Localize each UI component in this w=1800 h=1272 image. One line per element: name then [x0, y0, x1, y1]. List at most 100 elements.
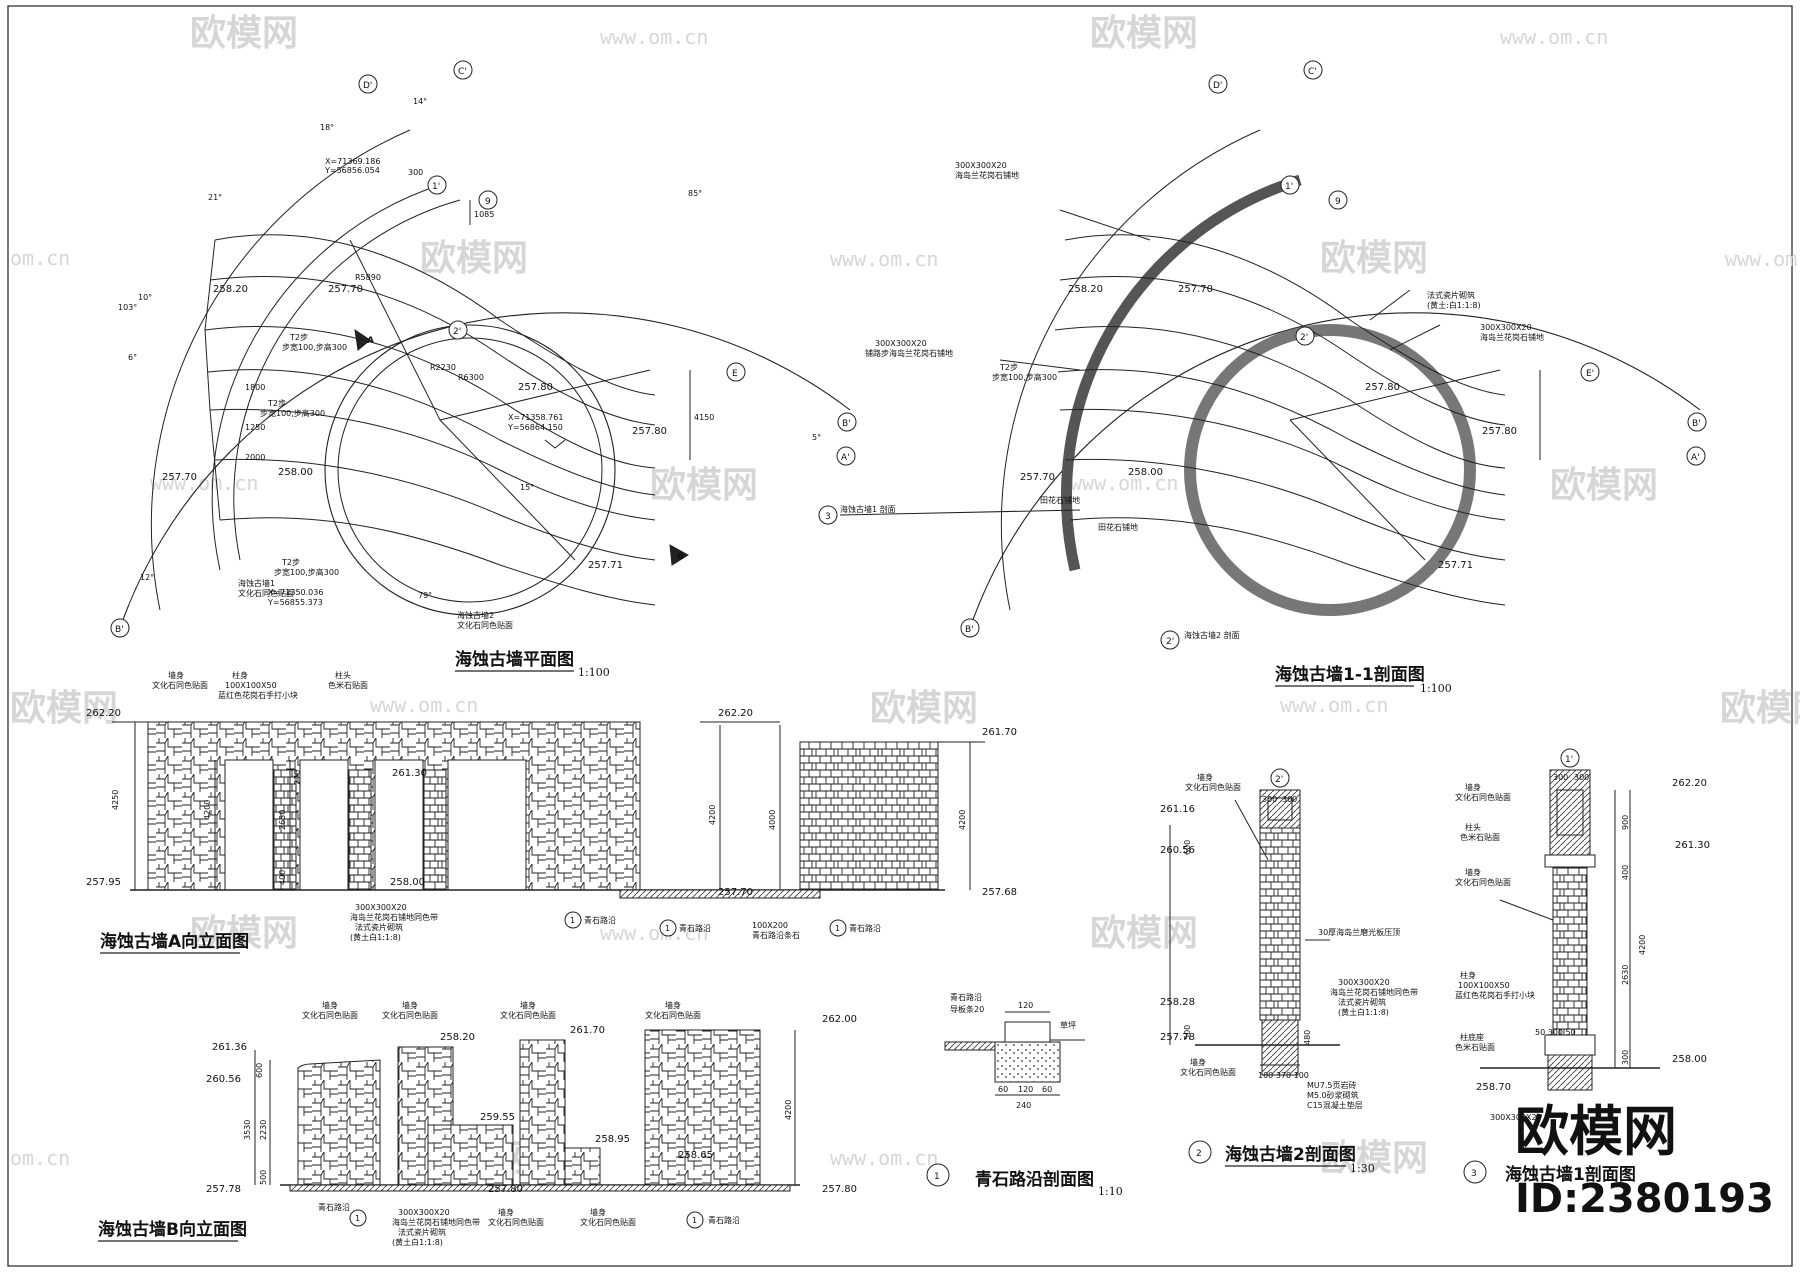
- capital-band: [1544, 854, 1596, 868]
- foot-note-2: 100X200: [752, 921, 788, 930]
- step-note-2: T2步: [267, 399, 286, 408]
- angle-21: 21°: [208, 193, 222, 202]
- wall-coping: [1259, 789, 1301, 829]
- curb-dim-60b: 60: [1042, 1085, 1052, 1094]
- axis-label-2: 2': [1275, 775, 1283, 785]
- wall2-label: 海蚀古墙2: [457, 610, 494, 620]
- axis-bubble-9: [478, 190, 498, 210]
- level-262-00: 262.00: [822, 1014, 857, 1025]
- opening: [447, 759, 527, 891]
- w1-label-4b: 100X100X50: [1458, 981, 1510, 990]
- wall-circle-2: [324, 324, 616, 616]
- wall2-note-3c: 法式瓷片砌筑: [1338, 997, 1386, 1007]
- wall-footing: [1261, 1019, 1299, 1076]
- leader-line: [1369, 289, 1411, 321]
- capital-inner: [1556, 789, 1584, 836]
- step-note-1b: 步宽100,步高300: [282, 342, 347, 352]
- level-262-20: 262.20: [1672, 778, 1707, 789]
- opening: [299, 759, 349, 891]
- level-257-70-b: 257.70: [1020, 472, 1055, 483]
- dim-480: 480: [1303, 1030, 1312, 1045]
- dim-4200-far: 4200: [958, 810, 967, 830]
- wall2-finish: 文化石同色贴面: [1185, 782, 1241, 792]
- paving-band: [204, 326, 656, 469]
- s11-note-1: 300X300X20: [955, 161, 1007, 170]
- watermark-logo: 欧模网: [1090, 13, 1198, 54]
- level-261-36: 261.36: [212, 1042, 247, 1053]
- column-base: [1544, 1034, 1596, 1056]
- axis-label-1: 1': [432, 182, 440, 192]
- level-257-70: 257.70: [1178, 284, 1213, 295]
- level-258-95: 258.95: [595, 1134, 630, 1145]
- section-ref-number: 3: [825, 512, 831, 522]
- wall-label: 墙身: [168, 670, 184, 680]
- watermark-url: www.om.cn: [600, 25, 708, 49]
- watermark-logo: 欧模网: [1090, 913, 1198, 954]
- level-262-20-right: 262.20: [718, 708, 753, 719]
- wall-1-title: 海蚀古墙1剖面图: [1505, 1164, 1636, 1185]
- angle-79: 79°: [418, 591, 432, 600]
- watermark-url: www.om.cn: [1070, 471, 1178, 495]
- outer-arc-dimension: [119, 312, 851, 629]
- detail-number-bubble: [1463, 1160, 1487, 1184]
- column: [423, 769, 447, 891]
- curb-section-view: [944, 1011, 1085, 1096]
- level-257-95: 257.95: [86, 877, 121, 888]
- s11-step: T2步: [999, 363, 1018, 372]
- watermark-logo: 欧模网: [650, 465, 758, 506]
- elevation-a-view: [112, 721, 985, 899]
- level-258-00: 258.00: [278, 467, 313, 478]
- axis-label-1: 1': [1565, 755, 1573, 765]
- wall-label: 墙身: [322, 1000, 338, 1010]
- axis-bubble-a: [1686, 446, 1706, 466]
- dim-500: 500: [259, 1170, 268, 1185]
- axis-label-b: B': [115, 625, 124, 635]
- level-258-28: 258.28: [1160, 997, 1195, 1008]
- dim-2630: 2630: [278, 810, 287, 830]
- curb-title: 青石路沿剖面图: [975, 1169, 1094, 1190]
- w1-label-1: 墙身: [1465, 782, 1481, 792]
- paving-band: [1069, 517, 1506, 606]
- wall-finish: 文化石同色贴面: [382, 1010, 438, 1020]
- curb-note-2: 导板条20: [950, 1004, 984, 1014]
- s11-side-1: 田花石铺地: [1040, 495, 1080, 505]
- watermark-url: www.om.cn: [1280, 693, 1388, 717]
- angle-18: 18°: [320, 123, 334, 132]
- w1-label-2b: 色米石贴面: [1460, 832, 1500, 842]
- wall-finish: 文化石同色贴面: [645, 1010, 701, 1020]
- wall-b-segment: [644, 1029, 761, 1186]
- level-tick: [544, 439, 566, 449]
- watermark-logo: 欧模网: [1320, 1138, 1428, 1179]
- step-note-2b: 步宽100,步高300: [260, 408, 325, 418]
- paving-band: [214, 458, 656, 561]
- angle-12: 12°: [140, 573, 154, 582]
- wall-arc-1: [211, 184, 441, 571]
- section-1-1-scale: 1:100: [1420, 682, 1452, 695]
- w1-label-3b: 文化石同色贴面: [1455, 877, 1511, 887]
- elevation-a-labels: 262.20 257.95 261.30 258.00 262.20 261.7…: [86, 670, 1017, 954]
- foot-note-1d: (黄土白1:1:8): [350, 932, 401, 942]
- section-marker-b: [669, 544, 689, 566]
- wall-label: 墙身: [520, 1000, 536, 1010]
- brand-id: ID:2380193: [1515, 1176, 1774, 1222]
- dim-footing: 100 370 100: [1258, 1071, 1309, 1080]
- plan-labels: D' C' B' B' A' E 9 1' 2' A B X=71369.186…: [110, 60, 857, 679]
- level-258-00: 258.00: [1672, 1054, 1707, 1065]
- axis-line: [1289, 369, 1501, 421]
- curb-dim-60: 60: [998, 1085, 1008, 1094]
- dim-2230: 2230: [259, 1120, 268, 1140]
- foot-note-3b: 文化石同色贴面: [580, 1217, 636, 1227]
- detail-bubble: [686, 1211, 704, 1229]
- axis-label-9: 9: [485, 197, 491, 207]
- axis-bubble-2: [448, 320, 468, 340]
- coord-2x: X=71358.761: [508, 413, 563, 422]
- axis-label-2: 2': [453, 327, 461, 337]
- wall-finish: 文化石同色贴面: [500, 1010, 556, 1020]
- watermark-logo: 欧模网: [10, 688, 118, 729]
- watermark-logo: 欧模网: [1550, 465, 1658, 506]
- detail-number: 1: [934, 1172, 940, 1182]
- watermark-url: www.om.cn: [1500, 25, 1608, 49]
- axis-bubble-1: [427, 175, 447, 195]
- plan-title: 海蚀古墙平面图: [455, 649, 574, 670]
- wall2-top-300: 300: [1262, 795, 1277, 804]
